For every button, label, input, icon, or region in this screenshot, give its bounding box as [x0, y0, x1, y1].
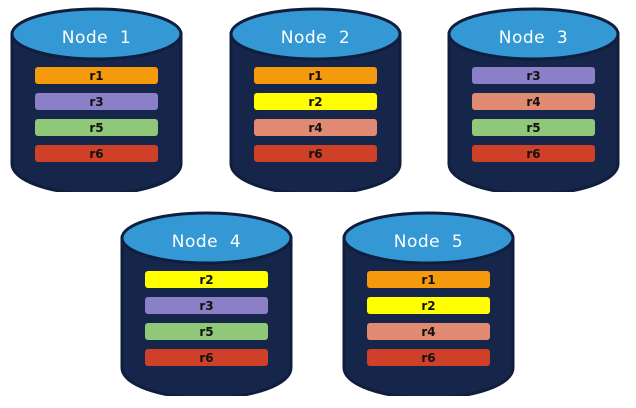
replica-bar-r3[interactable]: r3: [145, 297, 268, 314]
cylinder-top-ellipse: [447, 7, 620, 61]
replica-bar-r4[interactable]: r4: [367, 323, 490, 340]
replica-bar-r6[interactable]: r6: [35, 145, 158, 162]
cylinder-top-ellipse: [120, 211, 293, 265]
replica-bar-r2[interactable]: r2: [254, 93, 377, 110]
replica-stack: r3 r4 r5 r6: [472, 67, 595, 162]
replica-bar-r5[interactable]: r5: [145, 323, 268, 340]
replica-bar-r6[interactable]: r6: [472, 145, 595, 162]
replica-bar-r6[interactable]: r6: [254, 145, 377, 162]
replica-bar-r1[interactable]: r1: [254, 67, 377, 84]
cylinder-top-ellipse: [229, 7, 402, 61]
cylinder-top-ellipse: [342, 211, 515, 265]
cylinder-top-ellipse: [10, 7, 183, 61]
replica-bar-r3[interactable]: r3: [35, 93, 158, 110]
replica-bar-r4[interactable]: r4: [472, 93, 595, 110]
replica-bar-r3[interactable]: r3: [472, 67, 595, 84]
replica-bar-r6[interactable]: r6: [145, 349, 268, 366]
replica-stack: r1 r2 r4 r6: [254, 67, 377, 162]
replica-bar-r6[interactable]: r6: [367, 349, 490, 366]
replica-stack: r1 r3 r5 r6: [35, 67, 158, 162]
replica-stack: r1 r2 r4 r6: [367, 271, 490, 366]
replica-bar-r1[interactable]: r1: [367, 271, 490, 288]
replica-bar-r1[interactable]: r1: [35, 67, 158, 84]
replica-bar-r2[interactable]: r2: [145, 271, 268, 288]
replica-bar-r5[interactable]: r5: [35, 119, 158, 136]
replica-stack: r2 r3 r5 r6: [145, 271, 268, 366]
replica-bar-r5[interactable]: r5: [472, 119, 595, 136]
replica-bar-r2[interactable]: r2: [367, 297, 490, 314]
replica-bar-r4[interactable]: r4: [254, 119, 377, 136]
